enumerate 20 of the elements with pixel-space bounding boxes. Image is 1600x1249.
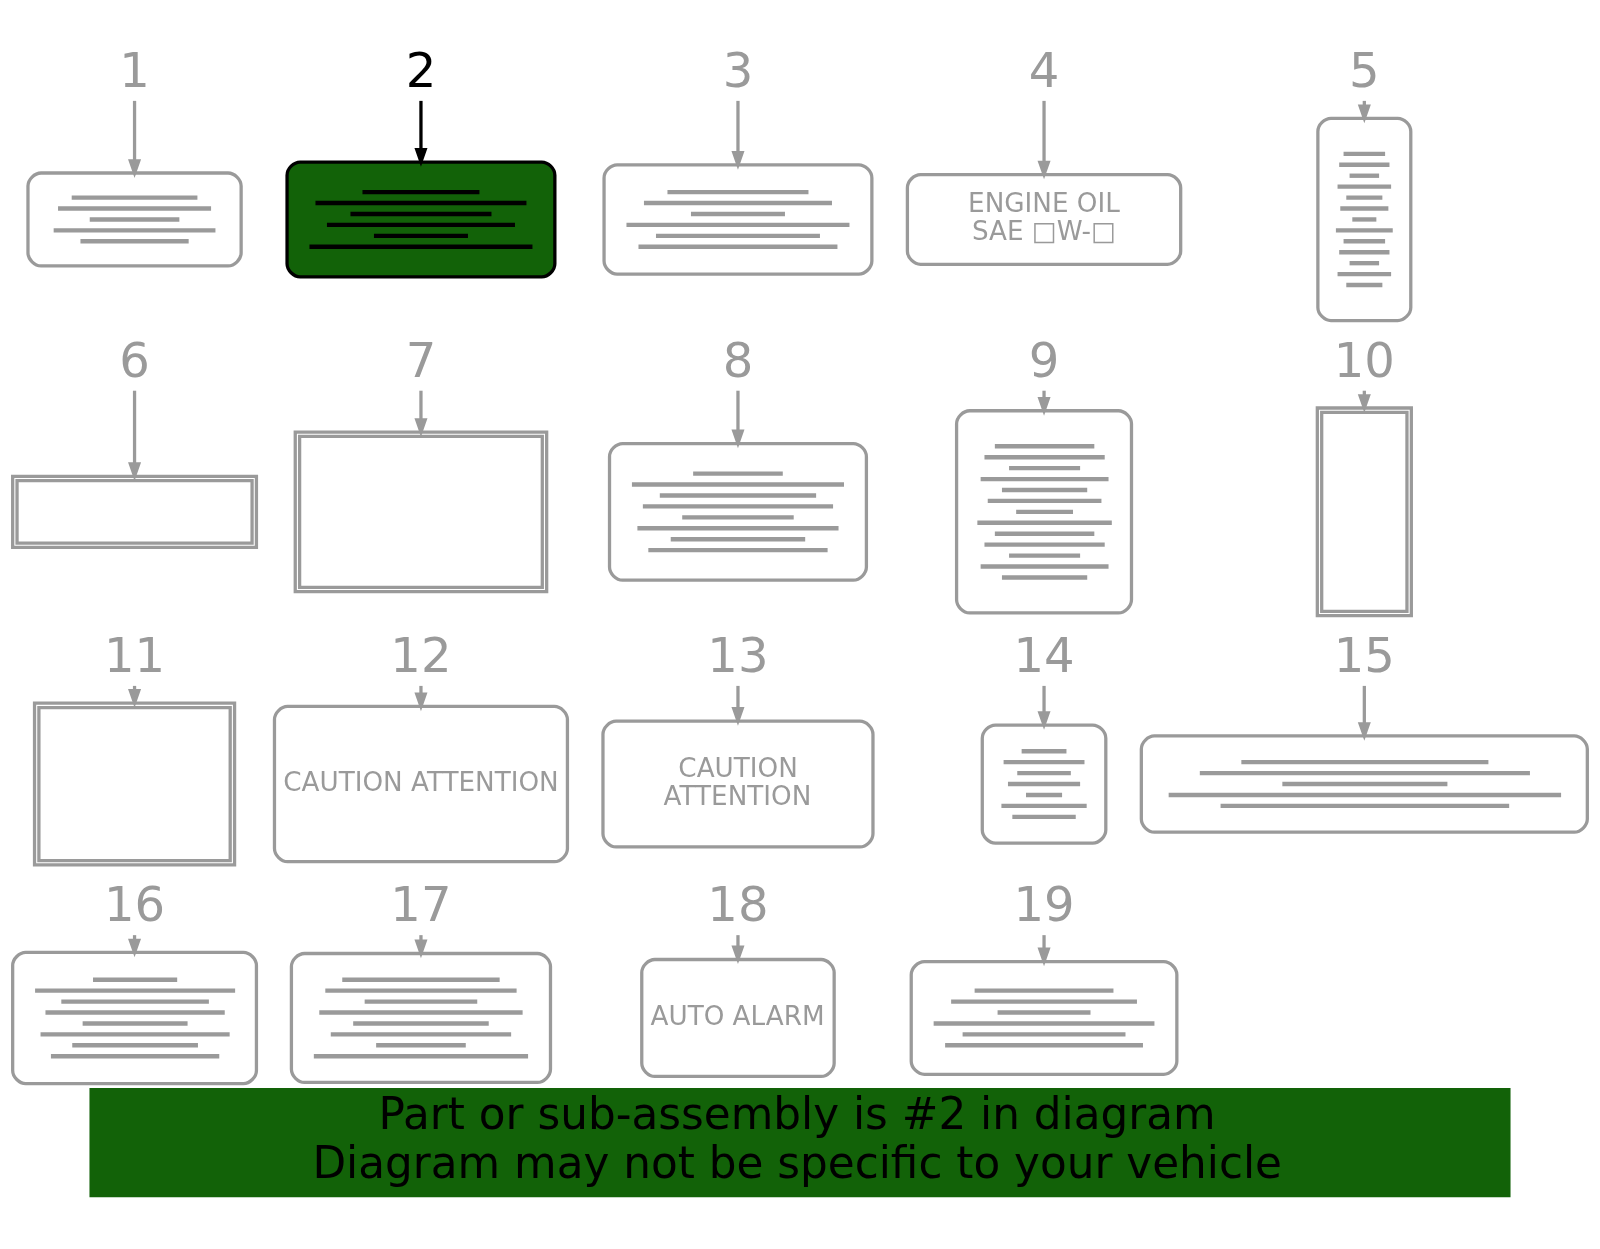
node-text: 11 bbox=[103, 626, 166, 683]
node-text: 15 bbox=[1333, 626, 1395, 683]
node-text: 19 bbox=[1013, 875, 1075, 932]
node-text: 6 bbox=[119, 331, 150, 388]
node-text: 17 bbox=[390, 875, 452, 932]
node-text: 1 bbox=[119, 41, 150, 98]
node-text: 2 bbox=[405, 41, 437, 98]
node-text: 10 bbox=[1333, 331, 1395, 388]
caption: Part or sub-assembly is #2 in diagram Diagram may not be specific to your vehicle bbox=[312, 1087, 1283, 1188]
node-text: 16 bbox=[103, 875, 166, 932]
node-text: 18 bbox=[707, 875, 769, 932]
node-text: 8 bbox=[722, 331, 754, 388]
node-text: 13 bbox=[707, 626, 769, 683]
node-text: 5 bbox=[1349, 41, 1380, 98]
node-text: 9 bbox=[1028, 331, 1060, 388]
node-text: 14 bbox=[1013, 626, 1075, 683]
node-text: 4 bbox=[1028, 41, 1060, 98]
node-text: 7 bbox=[405, 331, 437, 388]
node-text: 3 bbox=[722, 41, 754, 98]
node-text: 12 bbox=[390, 626, 452, 683]
